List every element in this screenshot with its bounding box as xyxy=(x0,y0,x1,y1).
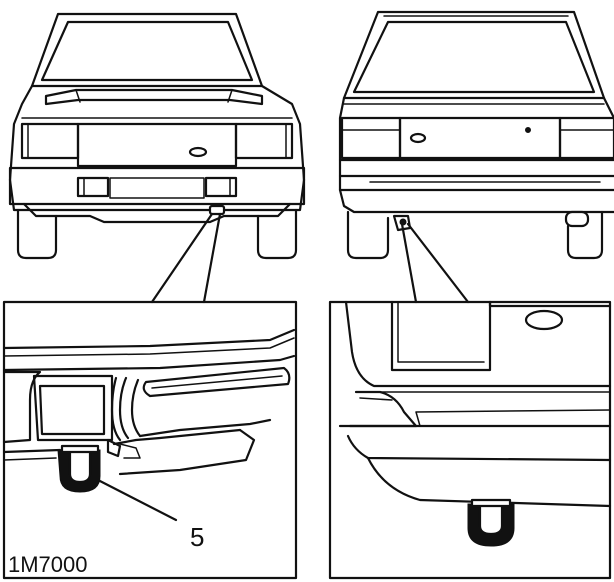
right-detail-view xyxy=(328,300,612,580)
figure-code-label: 1M7000 xyxy=(8,552,88,577)
left-leader-lines xyxy=(150,212,222,304)
right-vehicle-rear-view xyxy=(338,10,614,260)
left-vehicle-rear-view xyxy=(8,12,306,260)
left-detail-view xyxy=(2,300,298,580)
right-leader-lines xyxy=(400,222,470,304)
callout-number-5: 5 xyxy=(190,522,204,552)
